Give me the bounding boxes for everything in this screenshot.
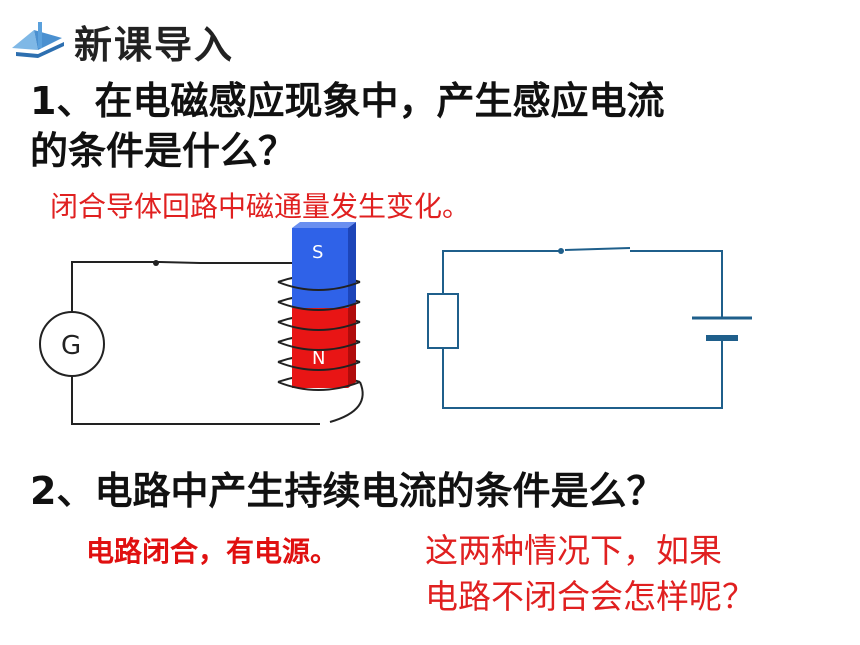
magnet-north-label: N — [312, 348, 325, 369]
follow-up-line-1: 这两种情况下，如果 — [425, 531, 722, 570]
answer-1: 闭合导体回路中磁通量发生变化。 — [50, 190, 471, 223]
bar-magnet: S N — [292, 222, 356, 388]
resistor — [427, 293, 459, 349]
induction-circuit — [71, 260, 320, 425]
answer-2: 电路闭合，有电源。 — [86, 535, 339, 568]
question-2: 2、电路中产生持续电流的条件是么？ — [30, 469, 665, 513]
section-title: 新课导入 — [74, 23, 235, 67]
galvanometer: G — [39, 311, 105, 377]
question-1-line-2: 的条件是什么？ — [30, 129, 297, 173]
book-icon — [8, 8, 68, 68]
galvanometer-label: G — [61, 331, 81, 361]
follow-up-question: 这两种情况下，如果 电路不闭合会怎样呢？ — [425, 528, 845, 620]
battery-circuit — [427, 247, 752, 409]
coil-front — [277, 281, 364, 423]
question-1: 1、在电磁感应现象中，产生感应电流 的条件是什么？ — [30, 76, 770, 176]
question-1-line-1: 1、在电磁感应现象中，产生感应电流 — [30, 79, 665, 123]
magnet-south-label: S — [312, 242, 323, 263]
follow-up-line-2: 电路不闭合会怎样呢？ — [425, 577, 755, 616]
